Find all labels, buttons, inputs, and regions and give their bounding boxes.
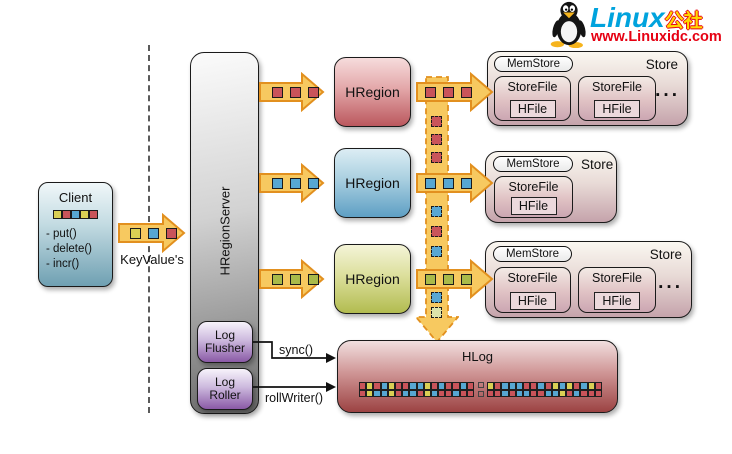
- store-box-3: MemStore Store StoreFile HFile StoreFile…: [485, 241, 692, 318]
- wal-squares-segment-2: [431, 206, 442, 257]
- hlog-box: HLog: [337, 340, 618, 413]
- hregion-box-3: HRegion: [334, 244, 411, 314]
- rollwriter-call-label: rollWriter(): [265, 391, 324, 405]
- client-box: Client - put() - delete() - incr(): [38, 182, 113, 287]
- storefile-box: StoreFile HFile: [494, 76, 571, 121]
- logo-brand-text: Linux: [590, 2, 665, 33]
- region-to-store-arrow-2: [416, 163, 494, 203]
- storefile-label: StoreFile: [591, 271, 643, 285]
- logo-url-text: www.Linuxidc.com: [591, 29, 722, 45]
- sync-call-label: sync(): [279, 343, 314, 357]
- storefile-label: StoreFile: [591, 80, 643, 94]
- client-keyvalue-squares: [39, 210, 112, 219]
- logo-suffix-text: 公社: [664, 11, 703, 32]
- log-roller-box: Log Roller: [197, 368, 253, 410]
- wal-squares-segment-3: [431, 292, 442, 318]
- store-box-2: MemStore Store StoreFile HFile: [485, 151, 617, 223]
- logo-brand-row: Linux公社: [590, 2, 703, 34]
- arrow-squares: [272, 86, 319, 98]
- log-flusher-label: Log Flusher: [204, 328, 245, 355]
- hregion-label: HRegion: [345, 175, 400, 191]
- store-title: Store: [649, 247, 682, 262]
- hlog-entry-strip: [359, 382, 602, 397]
- arrow-squares: [425, 177, 472, 189]
- arrow-squares: [425, 273, 472, 285]
- hlog-strip-left: [359, 382, 474, 397]
- log-roller-label: Log Roller: [209, 375, 241, 402]
- hfile-box: HFile: [509, 100, 556, 118]
- storefile-label: StoreFile: [507, 80, 558, 94]
- hfile-label: HFile: [602, 294, 632, 308]
- memstore-label: MemStore: [506, 158, 560, 170]
- strip-row: [359, 382, 474, 390]
- memstore-pill: MemStore: [494, 56, 573, 72]
- storefile-label: StoreFile: [507, 271, 558, 285]
- storefile-box: StoreFile HFile: [494, 267, 571, 313]
- hfile-label: HFile: [518, 199, 549, 213]
- log-flusher-box: Log Flusher: [197, 321, 253, 363]
- hfile-label: HFile: [517, 294, 548, 308]
- storefile-box: StoreFile HFile: [494, 176, 573, 218]
- memstore-label: MemStore: [505, 248, 560, 260]
- hregion-box-1: HRegion: [334, 57, 411, 127]
- hlog-strip-break: [474, 382, 487, 397]
- tux-penguin-icon: [550, 1, 586, 48]
- arrow-squares: [272, 273, 319, 285]
- memstore-pill: MemStore: [493, 156, 573, 172]
- hfile-box: HFile: [594, 100, 640, 118]
- storefile-box: StoreFile HFile: [578, 267, 656, 313]
- strip-row: [487, 382, 602, 390]
- more-storefiles-ellipsis: ...: [658, 272, 683, 293]
- hfile-box: HFile: [510, 197, 557, 215]
- client-methods: - put() - delete() - incr(): [46, 228, 93, 270]
- strip-row: [487, 389, 602, 397]
- server-to-region-arrow-1: [259, 72, 325, 112]
- store-title: Store: [581, 157, 614, 172]
- hlog-title: HLog: [461, 349, 494, 364]
- server-to-region-arrow-3: [259, 259, 325, 299]
- keyvalues-arrow: [118, 213, 186, 253]
- storefile-label: StoreFile: [508, 180, 559, 194]
- region-to-store-arrow-1: [416, 72, 494, 112]
- client-title: Client: [58, 190, 93, 205]
- more-storefiles-ellipsis: ...: [655, 80, 680, 101]
- server-to-region-arrow-2: [259, 163, 325, 203]
- wal-vertical-arrow: [415, 76, 459, 344]
- hfile-label: HFile: [602, 102, 632, 116]
- strip-row: [359, 389, 474, 397]
- memstore-label: MemStore: [506, 58, 561, 70]
- hfile-label: HFile: [517, 102, 548, 116]
- wal-squares-segment-1: [431, 116, 442, 163]
- region-to-store-arrow-3: [416, 259, 494, 299]
- keyvalues-arrow-squares: [130, 227, 177, 239]
- arrow-squares: [272, 177, 319, 189]
- hregion-label: HRegion: [345, 84, 400, 100]
- memstore-pill: MemStore: [493, 246, 572, 262]
- arrow-squares: [425, 86, 472, 98]
- keyvalues-label: KeyValue's: [120, 252, 184, 267]
- storefile-box: StoreFile HFile: [578, 76, 656, 121]
- hregion-box-2: HRegion: [334, 148, 411, 218]
- store-box-1: MemStore Store StoreFile HFile StoreFile…: [487, 51, 688, 126]
- hlog-strip-right: [487, 382, 602, 397]
- hregion-label: HRegion: [345, 271, 400, 287]
- hregionserver-label: HRegionServer: [217, 186, 232, 276]
- store-title: Store: [645, 57, 678, 72]
- hfile-box: HFile: [594, 292, 640, 310]
- hfile-box: HFile: [509, 292, 556, 310]
